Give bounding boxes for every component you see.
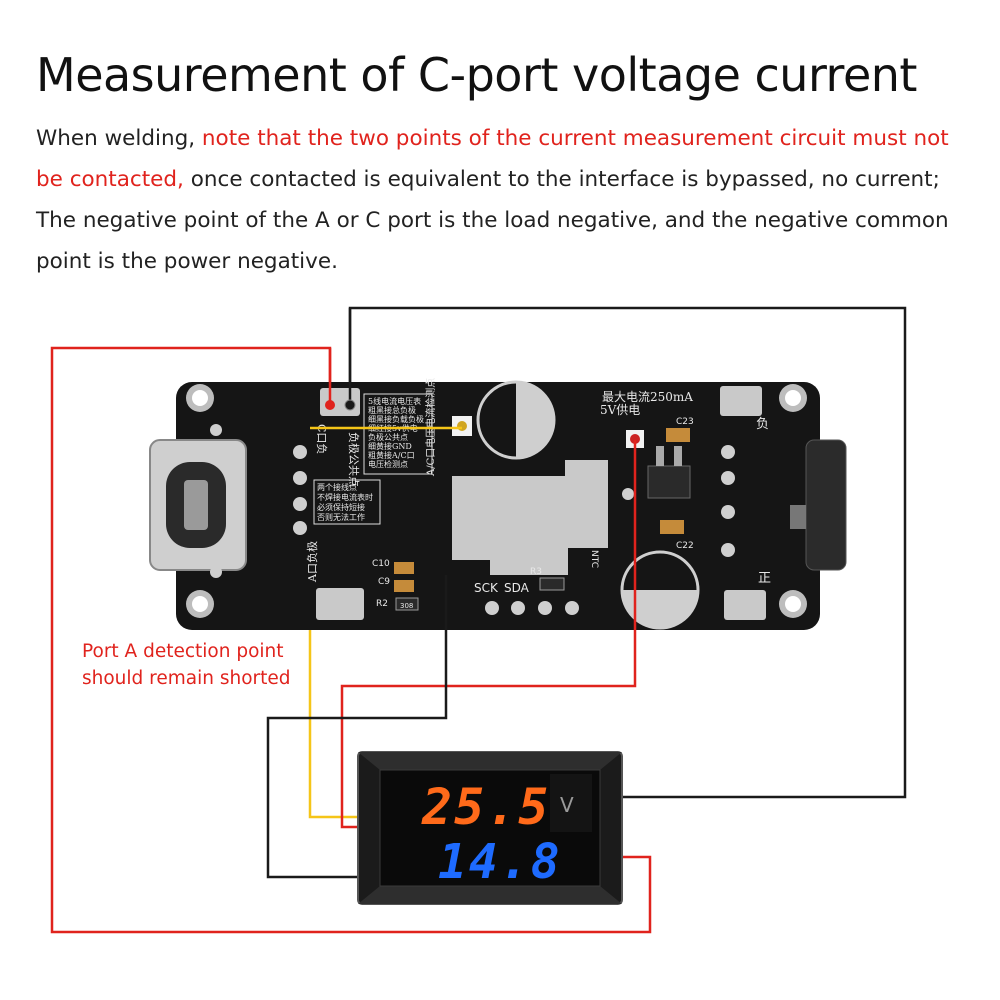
component-c10 [394,562,414,574]
warning-text-2: be contacted, [36,167,184,192]
notes-line: 负极公共点 [368,432,408,442]
notes-line: 粗黑接总负极 [368,405,416,415]
label-a-neg: A口负极 [305,541,319,583]
notes-box [363,393,433,475]
component-c22 [660,520,684,534]
label-r3: R3 [530,567,542,577]
description: When welding, note that the two points o… [36,118,966,282]
description-line-2-rest: once contacted is equivalent to the inte… [183,167,940,192]
label-sda: SDA [504,581,530,595]
label-r2: R2 [376,599,388,609]
meter-unit-panel [550,774,592,832]
side-connector [790,439,847,571]
meter-bottom-reading: 14.8 [438,834,562,890]
neg-pad [720,386,762,416]
pos-pad [724,590,766,620]
description-line-3: The negative point of the A or C port is… [36,208,949,233]
page-title: Measurement of C-port voltage current [36,48,917,102]
ground-plane-pad [452,460,608,575]
description-line-1: When welding, note that the two points o… [36,118,966,159]
note-line-1: Port A detection point [82,641,284,662]
notes-line: 必须保持短接 [317,502,365,512]
warning-text-1: note that the two points of the current … [201,126,949,151]
label-5v: 5V供电 [600,403,640,417]
label-sck: SCK [474,581,499,595]
notes-line: 细黑接负载负极 [368,414,424,424]
notes-lines-2: 两个接线点 不焊接电流表时 必须保持短接 否则无法工作 [317,482,373,522]
pcb-board: 最大电流250mA 5V供电 负 正 C口负 A口负极 负极公共点 A/C口电压… [149,378,847,630]
meter-top-reading: 25.5 [421,778,550,836]
wire-endpoints [310,308,637,630]
notes-line: 粗黄接A/C口 [368,450,415,460]
notes-box-2 [313,479,381,525]
label-c-neg: C口负 [315,424,329,454]
label-c10: C10 [372,559,390,569]
pin-holes [210,424,735,615]
label-c23: C23 [676,417,694,427]
label-ntc: NTC [589,550,599,568]
notes-line: 两个接线点 [317,482,357,492]
pads [316,386,766,620]
component-c9 [394,580,414,592]
label-max-current: 最大电流250mA [602,390,693,404]
component-r2 [395,597,419,611]
meter-unit: V [560,793,574,817]
label-308: 308 [400,602,413,610]
notes-line: 不焊接电流表时 [317,492,373,502]
notes-line: 否则无法工作 [317,512,365,522]
component-c23 [666,428,690,442]
label-neg: 负 [756,417,769,432]
port-a-note: Port A detection point should remain sho… [82,638,291,692]
label-c22: C22 [676,541,694,551]
component-r3 [539,577,565,591]
note-line-2: should remain shorted [82,668,291,689]
black-wire-common [266,575,448,879]
description-line-1-prefix: When welding, [36,126,202,151]
voltmeter: V 25.5 14.8 [357,751,623,905]
label-pos: 正 [758,571,771,586]
notes-line: 电压检测点 [368,459,408,469]
usb-c-port [149,439,247,571]
label-common: 负极公共点 [347,432,361,487]
notes-line: 5线电流电压表 [368,396,421,406]
description-line-2: be contacted, once contacted is equivale… [36,159,966,200]
description-line-4: point is the power negative. [36,249,338,274]
notes-line: 细黄接GND [368,441,412,451]
mounting-holes [186,384,807,618]
label-c9: C9 [378,577,390,587]
regulator-chip [647,465,691,499]
